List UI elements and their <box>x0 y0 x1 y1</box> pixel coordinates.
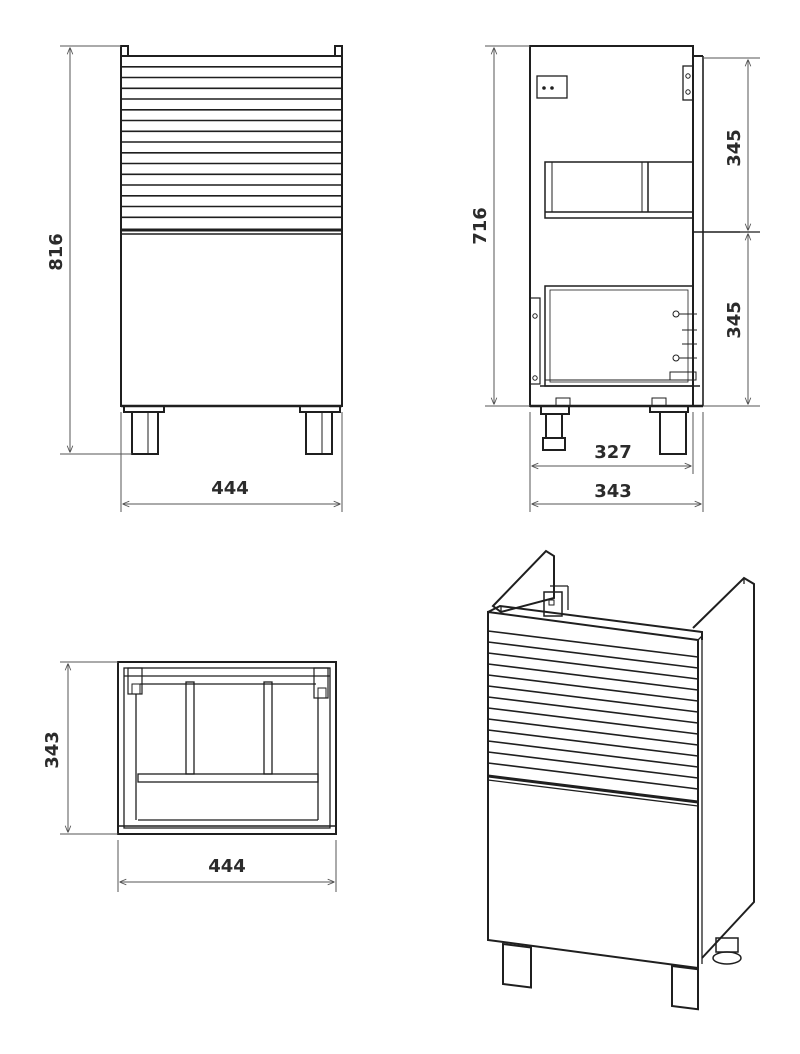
front-left-leg <box>131 411 159 455</box>
top-inner-outline <box>123 667 331 829</box>
iso-front-corner <box>697 635 703 641</box>
side-cabinet-body <box>529 45 694 407</box>
front-slats <box>121 66 342 219</box>
side-hw-knob-1 <box>672 310 680 318</box>
side-mount-dot-2 <box>550 86 554 90</box>
top-view <box>117 661 337 835</box>
iso-back-right-foot <box>712 951 742 965</box>
front-dimensions <box>60 45 343 512</box>
iso-front-left-leg <box>502 942 532 989</box>
iso-front-face <box>487 610 699 970</box>
side-left-foot <box>542 437 566 451</box>
front-left-post <box>120 45 129 57</box>
side-lower-basket-inner <box>549 289 689 383</box>
side-right-leg <box>659 411 687 455</box>
front-height-label: 816 <box>46 233 67 271</box>
iso-slat-line <box>487 663 699 691</box>
iso-slat-line <box>487 751 699 779</box>
side-height-label: 716 <box>470 207 491 245</box>
side-hinge-top <box>682 65 694 101</box>
iso-front-right-leg <box>671 964 699 1011</box>
iso-slat-line <box>487 652 699 680</box>
isometric-view <box>487 549 755 1011</box>
side-hw-knob-2 <box>672 354 680 362</box>
side-mount-plate <box>536 75 568 99</box>
iso-slats <box>487 630 699 790</box>
side-hw-clip <box>669 371 697 381</box>
top-depth-label: 343 <box>42 731 63 769</box>
side-mount-dot-1 <box>542 86 546 90</box>
side-inner-depth-label: 327 <box>594 442 632 463</box>
iso-slat-line <box>487 762 699 790</box>
top-frame-bar-2 <box>263 681 273 775</box>
iso-slat-line <box>487 641 699 669</box>
front-view <box>120 45 343 455</box>
side-upper-frame-inner <box>551 161 643 213</box>
iso-door-top <box>487 779 699 807</box>
iso-slat-line <box>487 696 699 724</box>
front-right-leg <box>305 411 333 455</box>
side-lower-basket <box>544 285 694 387</box>
front-right-post <box>334 45 343 57</box>
top-outline <box>117 661 337 835</box>
side-hinge-screw-1 <box>685 73 691 79</box>
iso-slat-line <box>487 630 699 658</box>
side-depth-label: 343 <box>594 481 632 502</box>
iso-divider <box>487 774 699 804</box>
top-dimensions <box>60 661 337 892</box>
iso-slat-line <box>487 674 699 702</box>
top-right-bracket-inner <box>317 687 327 699</box>
iso-right-side-panel <box>692 576 755 959</box>
iso-slat-line <box>487 718 699 746</box>
top-width-label: 444 <box>208 856 246 877</box>
side-left-leg <box>545 413 563 439</box>
iso-slat-line <box>487 740 699 768</box>
front-width-label: 444 <box>211 478 249 499</box>
iso-hinge-screw <box>548 599 555 606</box>
side-upper-frame <box>544 161 694 219</box>
iso-slat-line <box>487 707 699 735</box>
side-lower-label: 345 <box>724 301 745 339</box>
side-dimensions <box>485 45 760 512</box>
iso-slat-line <box>487 729 699 757</box>
side-upper-label: 345 <box>724 129 745 167</box>
iso-hinge-block <box>543 591 563 617</box>
side-left-rail-screw-2 <box>532 375 538 381</box>
iso-slat-line <box>487 685 699 713</box>
side-left-rail <box>529 297 541 385</box>
top-front-shelf <box>137 773 319 783</box>
side-hinge-screw-2 <box>685 89 691 95</box>
top-left-bracket-inner <box>131 683 141 695</box>
top-frame-bar-1 <box>185 681 195 775</box>
side-view <box>529 45 760 455</box>
iso-back-left-panel <box>491 549 555 614</box>
side-left-rail-screw-1 <box>532 313 538 319</box>
